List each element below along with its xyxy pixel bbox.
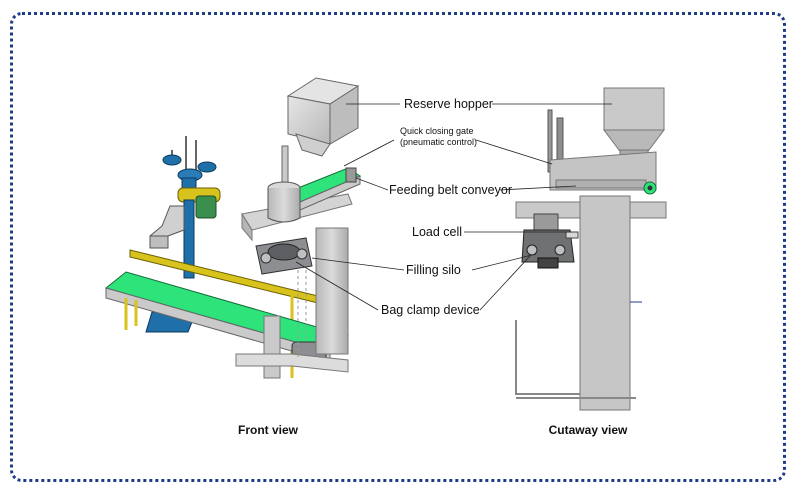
feeding-belt-conveyor-front — [267, 145, 362, 223]
discharge-belt-conveyor — [104, 271, 350, 379]
dotted-border-frame — [10, 12, 786, 482]
main-column-cutaway — [579, 195, 631, 411]
label-feeding-belt-conveyor: Feeding belt conveyor — [389, 183, 512, 197]
callout-leader-lines — [295, 103, 612, 311]
cutaway-view-drawing — [515, 87, 667, 411]
label-filling-silo: Filling silo — [406, 263, 461, 277]
label-pneumatic-control: (pneumatic control) — [400, 137, 477, 147]
blue-feeder-tower — [145, 136, 221, 333]
label-reserve-hopper: Reserve hopper — [404, 97, 493, 111]
caption-cutaway-view: Cutaway view — [549, 423, 628, 437]
machine-base — [235, 353, 349, 373]
reserve-hopper-front — [286, 77, 360, 157]
filling-silo-cutaway — [521, 213, 579, 269]
label-bag-clamp-device: Bag clamp device — [381, 303, 480, 317]
label-quick-closing-gate: Quick closing gate — [400, 126, 474, 136]
front-view-drawing — [104, 77, 362, 379]
label-load-cell: Load cell — [412, 225, 462, 239]
reserve-hopper-cutaway — [603, 87, 665, 131]
filling-silo-front — [255, 237, 313, 360]
caption-front-view: Front view — [238, 423, 299, 437]
